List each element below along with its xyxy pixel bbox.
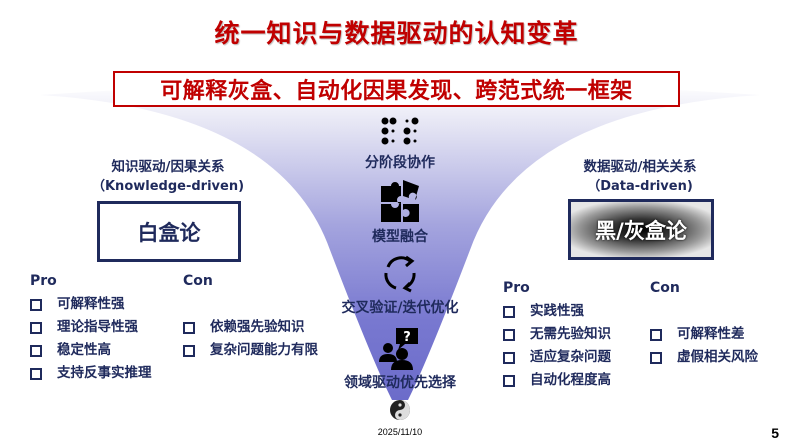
list-item: 无需先验知识 [503, 323, 611, 346]
list-item: 可解释性差 [650, 323, 758, 346]
checkbox-icon [650, 351, 662, 364]
subtitle-text: 可解释灰盒、自动化因果发现、跨范式统一框架 [160, 79, 633, 104]
checkbox-icon [183, 344, 195, 357]
stage-label: 领域驱动优先选择 [344, 375, 456, 391]
stage-domain-driven: ? 领域驱动优先选择 [320, 328, 480, 392]
page-number: 5 [771, 425, 779, 441]
white-box-card: 白盒论 [97, 201, 241, 262]
people-question-icon: ? [379, 328, 418, 370]
knowledge-driven-cn: 知识驱动/因果关系 [111, 159, 225, 175]
stage-cross-validation: 交叉验证/迭代优化 [320, 253, 480, 317]
right-pro-list: Pro 实践性强 无需先验知识 适应复杂问题 自动化程度高 [503, 280, 611, 392]
checkbox-icon [503, 351, 515, 364]
white-box-label: 白盒论 [137, 220, 201, 245]
page-title: 统一知识与数据驱动的认知变革 [214, 19, 579, 48]
list-item: 可解释性强 [30, 293, 152, 316]
list-item: 实践性强 [503, 300, 611, 323]
right-con-list: Con 可解释性差 虚假相关风险 [650, 280, 758, 369]
checkbox-icon [30, 298, 42, 311]
date-label: 2025/11/10 [377, 427, 423, 437]
list-item: 支持反事实推理 [30, 362, 152, 385]
checkbox-icon [503, 374, 515, 387]
braille-dots-icon [381, 117, 419, 145]
left-con-list: Con 依赖强先验知识 复杂问题能力有限 [183, 273, 318, 362]
list-item: 理论指导性强 [30, 316, 152, 339]
checkbox-icon [650, 328, 662, 341]
black-grey-box-label: 黑/灰盒论 [595, 218, 687, 243]
stage-label: 交叉验证/迭代优化 [341, 300, 459, 316]
black-grey-box-card: 黑/灰盒论 [568, 199, 714, 260]
puzzle-icon [381, 180, 419, 222]
data-driven-en: （Data-driven) [587, 179, 693, 194]
checkbox-icon [503, 328, 515, 341]
stage-label: 分阶段协作 [365, 155, 435, 171]
data-driven-cn: 数据驱动/相关关系 [583, 159, 697, 175]
knowledge-driven-label: 知识驱动/因果关系 （Knowledge-driven) [68, 158, 268, 196]
left-con-heading: Con [183, 273, 213, 289]
cycle-arrows-icon [384, 255, 416, 293]
list-item: 稳定性高 [30, 339, 152, 362]
data-driven-label: 数据驱动/相关关系 （Data-driven) [540, 158, 740, 196]
yin-yang-icon [390, 400, 410, 420]
left-pro-list: Pro 可解释性强 理论指导性强 稳定性高 支持反事实推理 [30, 273, 152, 385]
list-item: 自动化程度高 [503, 369, 611, 392]
list-item: 虚假相关风险 [650, 346, 758, 369]
stage-label: 模型融合 [372, 229, 428, 245]
list-item: 适应复杂问题 [503, 346, 611, 369]
list-item: 复杂问题能力有限 [183, 339, 318, 362]
knowledge-driven-en: （Knowledge-driven) [91, 179, 245, 194]
stage-model-fusion: 模型融合 [320, 178, 480, 246]
list-item: 依赖强先验知识 [183, 316, 318, 339]
svg-text:?: ? [403, 330, 411, 345]
checkbox-icon [30, 344, 42, 357]
left-pro-heading: Pro [30, 273, 57, 289]
right-pro-heading: Pro [503, 280, 530, 296]
stage-phased-collaboration: 分阶段协作 [320, 116, 480, 172]
right-con-heading: Con [650, 280, 680, 296]
checkbox-icon [30, 367, 42, 380]
checkbox-icon [503, 305, 515, 318]
checkbox-icon [30, 321, 42, 334]
checkbox-icon [183, 321, 195, 334]
subtitle-banner: 可解释灰盒、自动化因果发现、跨范式统一框架 [113, 71, 680, 107]
